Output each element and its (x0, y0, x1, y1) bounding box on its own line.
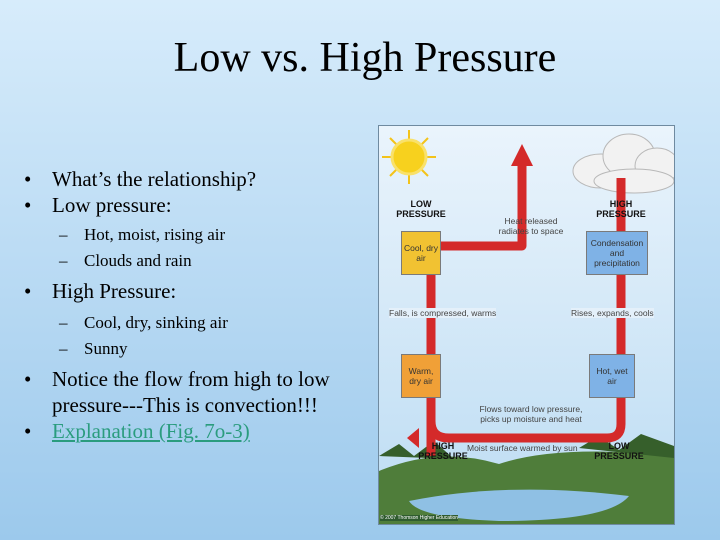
bullet-dot: • (24, 367, 32, 391)
moist-surface-text: Moist surface warmed by sun (467, 443, 578, 453)
bullet-list: • What’s the relationship? • Low pressure:… (24, 166, 354, 444)
cloud-icon (572, 133, 674, 194)
sub-bullet-dash: – (59, 225, 68, 244)
bullet-text: Low pressure: (52, 193, 172, 217)
hot-wet-air-box: Hot, wet air (589, 354, 635, 398)
warm-dry-air-box: Warm, dry air (401, 354, 441, 398)
sub-bullet-text: Clouds and rain (84, 251, 192, 270)
convection-figure: LOW PRESSURE HIGH PRESSURE Heat released… (378, 125, 675, 525)
bullet-text: What’s the relationship? (52, 167, 257, 191)
sub-bullet: –Clouds and rain (24, 248, 354, 274)
bullet-convection: • Notice the flow from high to low pressu… (24, 366, 354, 418)
sub-bullet-dash: – (59, 339, 68, 358)
bullet-dot: • (24, 419, 32, 443)
copyright-text: © 2007 Thomson Higher Education (380, 515, 459, 521)
bullet-low-pressure: • Low pressure: (24, 192, 354, 218)
sub-bullet: –Hot, moist, rising air (24, 222, 354, 248)
cool-dry-air-box: Cool, dry air (401, 231, 441, 275)
bullet-dot: • (24, 279, 32, 303)
low-pressure-top-label: LOW PRESSURE (396, 199, 446, 219)
explanation-link[interactable]: Explanation (Fig. 7o-3) (52, 419, 250, 443)
heat-released-text: Heat released radiates to space (498, 216, 564, 236)
bullet-relationship: • What’s the relationship? (24, 166, 354, 192)
flows-toward-text: Flows toward low pressure, picks up mois… (479, 404, 583, 424)
sub-bullet-dash: – (59, 313, 68, 332)
sub-bullet-text: Cool, dry, sinking air (84, 313, 228, 332)
sub-bullet-text: Sunny (84, 339, 128, 358)
sun-icon (382, 130, 436, 184)
condensation-box: Condensation and precipitation (586, 231, 648, 275)
sub-bullet-text: Hot, moist, rising air (84, 225, 226, 244)
sub-bullet: –Sunny (24, 336, 354, 362)
figure-artwork (379, 126, 674, 524)
slide-title: Low vs. High Pressure (173, 35, 557, 81)
sub-bullet: –Cool, dry, sinking air (24, 310, 354, 336)
bullet-text: High Pressure: (52, 279, 177, 303)
falls-compressed-text: Falls, is compressed, warms (389, 308, 497, 318)
high-pressure-top-label: HIGH PRESSURE (596, 199, 646, 219)
bullet-dot: • (24, 167, 32, 191)
bullet-high-pressure: • High Pressure: (24, 278, 354, 304)
bullet-explanation: • Explanation (Fig. 7o-3) (24, 418, 354, 444)
bullet-dot: • (24, 193, 32, 217)
rises-expands-text: Rises, expands, cools (571, 308, 654, 318)
sub-bullet-dash: – (59, 251, 68, 270)
high-pressure-bottom-label: HIGH PRESSURE (418, 441, 468, 461)
low-pressure-bottom-label: LOW PRESSURE (594, 441, 644, 461)
bullet-text: Notice the flow from high to low pressur… (52, 367, 330, 417)
